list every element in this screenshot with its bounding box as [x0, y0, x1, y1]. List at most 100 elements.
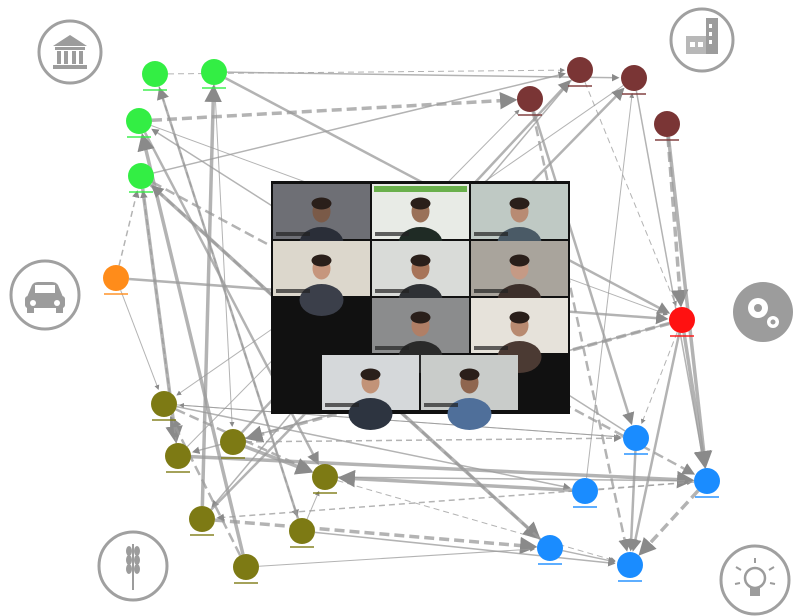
lightbulb-icon	[719, 544, 791, 616]
node-circle[interactable]	[621, 65, 647, 91]
node-brown[interactable]	[621, 65, 647, 95]
node-blue[interactable]	[694, 468, 720, 498]
participant-hair	[410, 197, 431, 210]
node-circle[interactable]	[151, 391, 177, 417]
node-label-blur	[127, 136, 151, 138]
screen-share-bar	[374, 186, 467, 192]
video-tiles	[273, 184, 568, 430]
node-label-blur	[655, 139, 679, 141]
edge	[176, 405, 571, 491]
node-label-blur	[290, 546, 314, 548]
gears-icon	[733, 282, 793, 342]
edge	[666, 136, 689, 308]
participant-name-tag	[325, 403, 359, 407]
edge	[638, 489, 700, 556]
participant-hair	[509, 197, 530, 210]
node-circle[interactable]	[220, 429, 246, 455]
edge	[586, 92, 635, 479]
node-label-blur	[573, 506, 597, 508]
node-green[interactable]	[201, 59, 227, 89]
edge	[178, 402, 624, 438]
node-olive[interactable]	[312, 464, 338, 494]
participant-name-tag	[375, 232, 409, 236]
node-circle[interactable]	[572, 478, 598, 504]
node-olive[interactable]	[189, 506, 215, 536]
participant-hair	[509, 254, 530, 267]
car-icon	[9, 259, 81, 331]
node-green[interactable]	[126, 108, 152, 138]
edge	[666, 136, 713, 469]
participant-name-tag	[375, 346, 409, 350]
node-brown[interactable]	[517, 86, 543, 116]
edge	[137, 133, 245, 555]
participant-hair	[459, 368, 480, 381]
wheat-icon	[97, 530, 169, 602]
node-brown[interactable]	[567, 57, 593, 87]
node-label-blur	[104, 293, 128, 295]
node-circle[interactable]	[289, 518, 315, 544]
node-circle[interactable]	[654, 111, 680, 137]
edge	[170, 416, 242, 556]
node-olive[interactable]	[233, 554, 259, 584]
participant-name-tag	[276, 289, 310, 293]
participant-name-tag	[474, 289, 508, 293]
node-label-blur	[538, 563, 562, 565]
node-blue[interactable]	[537, 535, 563, 565]
node-label-blur	[202, 87, 226, 89]
node-circle[interactable]	[201, 59, 227, 85]
node-circle[interactable]	[517, 86, 543, 112]
node-circle[interactable]	[537, 535, 563, 561]
video-tile[interactable]	[421, 355, 518, 430]
node-circle[interactable]	[669, 307, 695, 333]
node-blue[interactable]	[617, 552, 643, 582]
node-label-blur	[221, 457, 245, 459]
edge	[640, 331, 678, 425]
node-circle[interactable]	[142, 61, 168, 87]
nodes-layer	[103, 57, 720, 584]
node-olive[interactable]	[151, 391, 177, 421]
node-circle[interactable]	[567, 57, 593, 83]
node-olive[interactable]	[165, 443, 191, 473]
node-circle[interactable]	[312, 464, 338, 490]
video-tile[interactable]	[372, 184, 469, 259]
participant-name-tag	[375, 289, 409, 293]
node-circle[interactable]	[165, 443, 191, 469]
node-label-blur	[618, 580, 642, 582]
factory-icon	[669, 7, 735, 73]
participant-hair	[311, 197, 332, 210]
node-red[interactable]	[669, 307, 695, 337]
node-olive[interactable]	[220, 429, 246, 459]
node-label-blur	[518, 114, 542, 116]
participant-name-tag	[276, 232, 310, 236]
edge	[157, 86, 300, 520]
edges-layer	[118, 67, 713, 567]
node-green[interactable]	[142, 61, 168, 91]
participant-body	[447, 398, 492, 430]
node-circle[interactable]	[623, 425, 649, 451]
node-green[interactable]	[128, 163, 154, 193]
video-tile[interactable]	[322, 355, 419, 430]
node-circle[interactable]	[189, 506, 215, 532]
node-circle[interactable]	[617, 552, 643, 578]
node-circle[interactable]	[128, 163, 154, 189]
node-label-blur	[568, 85, 592, 87]
node-olive[interactable]	[289, 518, 315, 548]
node-blue[interactable]	[572, 478, 598, 508]
node-circle[interactable]	[233, 554, 259, 580]
node-circle[interactable]	[126, 108, 152, 134]
edge	[167, 67, 566, 75]
participant-name-tag	[424, 403, 458, 407]
node-circle[interactable]	[103, 265, 129, 291]
edge	[214, 84, 235, 428]
edge	[584, 81, 677, 307]
video-tile[interactable]	[273, 241, 370, 316]
node-blue[interactable]	[623, 425, 649, 455]
node-orange[interactable]	[103, 265, 129, 295]
participant-hair	[410, 254, 431, 267]
participant-name-tag	[474, 346, 508, 350]
participant-hair	[509, 311, 530, 324]
node-brown[interactable]	[654, 111, 680, 141]
node-circle[interactable]	[694, 468, 720, 494]
edge	[337, 469, 573, 493]
